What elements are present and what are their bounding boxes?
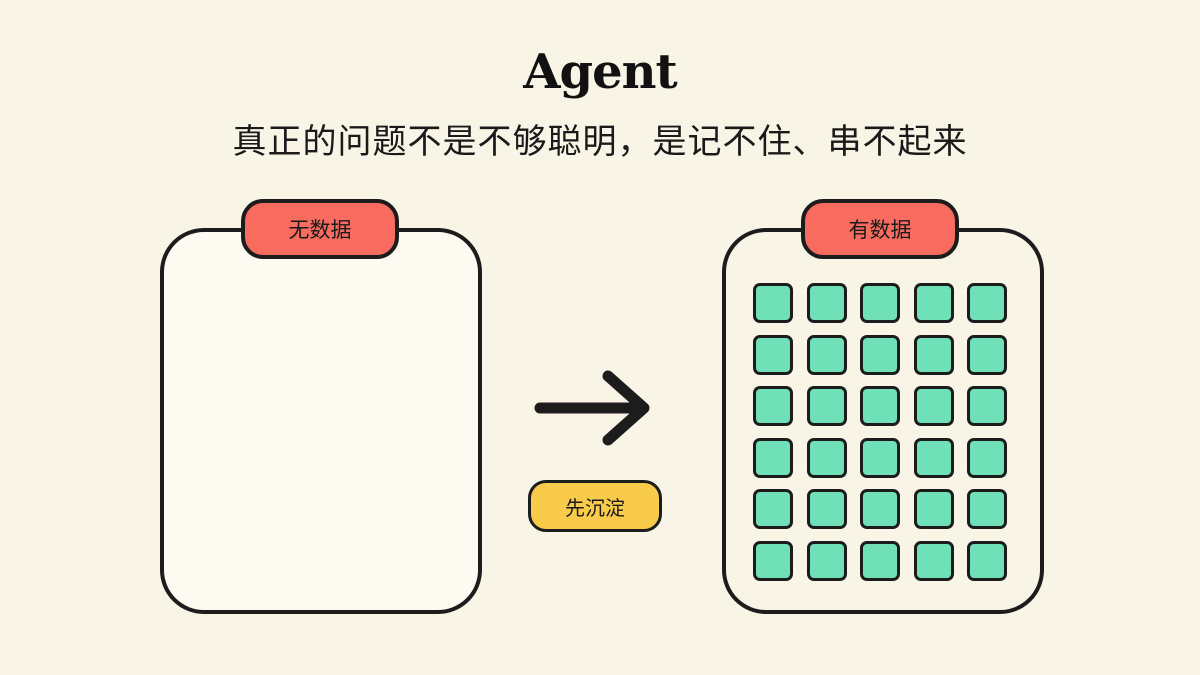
data-block [753,437,793,478]
data-block [913,283,954,323]
data-block [860,386,900,426]
data-block [967,437,1007,478]
page-subtitle: 真正的问题不是不够聪明，是记不住、串不起来 [232,122,968,162]
data-block [860,334,900,375]
empty-data-container [160,228,482,614]
data-block [860,437,900,478]
accumulate-first-badge: 先沉淀 [528,480,662,532]
page-title: Agent [523,44,677,100]
data-block [753,334,793,375]
has-data-tag: 有数据 [801,199,959,259]
data-block [753,386,793,426]
data-block [753,540,793,581]
data-block [806,489,847,529]
data-block [860,489,900,529]
data-block [913,489,954,529]
data-block [967,334,1007,375]
data-block [806,386,847,426]
data-block [967,540,1007,581]
data-block [806,437,847,478]
data-block [860,540,900,581]
data-block [806,334,847,375]
data-block [913,386,954,426]
right-arrow-icon [534,370,650,446]
data-block [806,283,847,323]
data-block [913,540,954,581]
data-block [967,386,1007,426]
data-block [806,540,847,581]
data-block [753,489,793,529]
data-block [753,283,793,323]
data-blocks-grid [753,283,1007,581]
no-data-tag: 无数据 [241,199,399,259]
data-block [913,334,954,375]
data-block [967,283,1007,323]
data-block [967,489,1007,529]
data-block [860,283,900,323]
data-block [913,437,954,478]
